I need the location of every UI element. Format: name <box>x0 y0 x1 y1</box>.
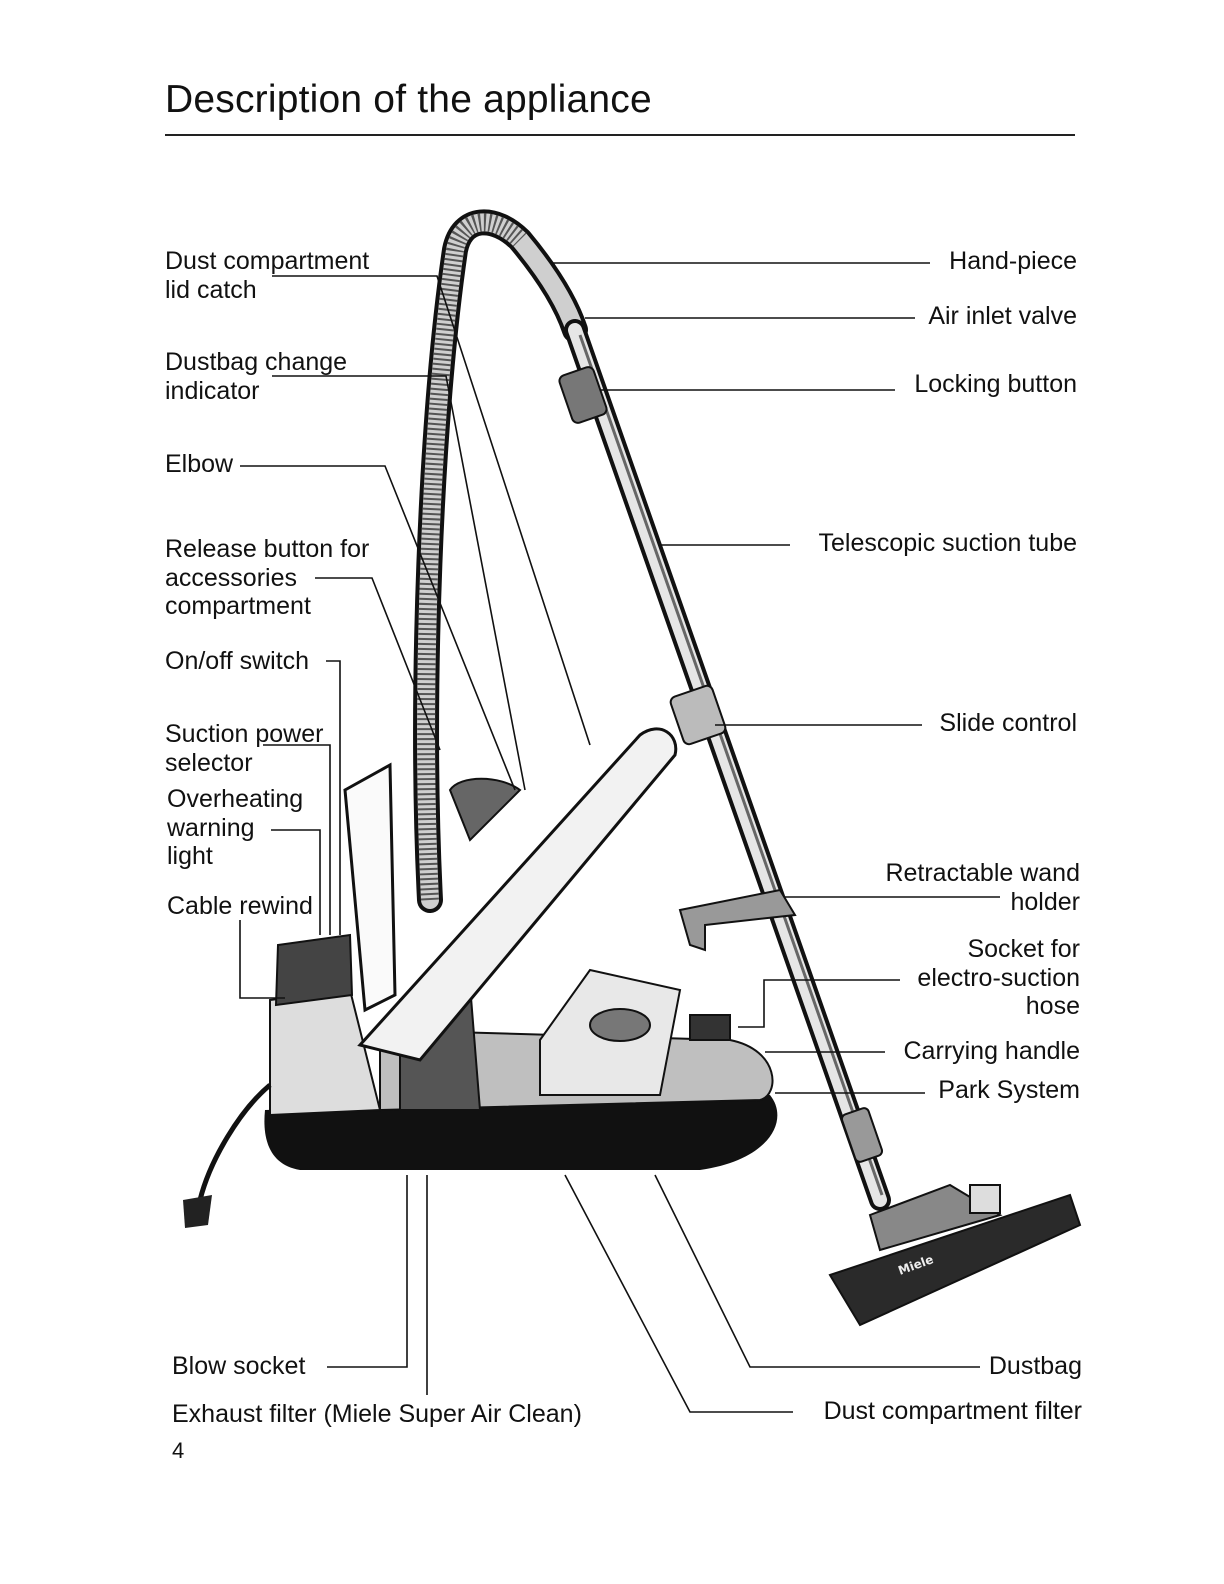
label-slide-control: Slide control <box>939 709 1077 737</box>
label-suction-power-selector: Suction power selector <box>165 720 324 777</box>
label-cable-rewind: Cable rewind <box>167 892 313 920</box>
page-title: Description of the appliance <box>165 78 652 121</box>
label-socket-electro-suction: Socket for electro-suction hose <box>917 935 1080 1020</box>
label-overheating-warning-light: Overheating warning light <box>167 785 304 870</box>
label-on-off-switch: On/off switch <box>165 647 310 675</box>
power-cord <box>197 1083 272 1201</box>
label-exhaust-filter: Exhaust filter (Miele Super Air Clean) <box>172 1400 582 1428</box>
open-lid <box>357 727 678 1062</box>
vacuum-body <box>264 933 778 1170</box>
label-dustbag: Dustbag <box>988 1352 1082 1380</box>
floor-nozzle: Miele <box>828 1183 1082 1327</box>
wand-holder <box>678 888 797 952</box>
label-locking-button: Locking button <box>914 370 1077 398</box>
label-retractable-wand-holder: Retractable wand holder <box>885 859 1080 916</box>
label-blow-socket: Blow socket <box>172 1352 306 1380</box>
label-elbow: Elbow <box>165 450 234 478</box>
label-dustbag-change-indicator: Dustbag change indicator <box>165 348 348 405</box>
label-release-button: Release button for accessories compartme… <box>165 535 370 620</box>
label-hand-piece: Hand-piece <box>949 247 1077 275</box>
label-carrying-handle: Carrying handle <box>903 1037 1081 1065</box>
leader-lines <box>239 262 1000 1413</box>
label-telescopic-suction-tube: Telescopic suction tube <box>818 529 1077 557</box>
page-number: 4 <box>172 1438 185 1463</box>
label-park-system: Park System <box>938 1076 1080 1104</box>
title-rule <box>165 134 1075 136</box>
plug-icon <box>183 1195 212 1228</box>
label-dust-compartment-filter: Dust compartment filter <box>823 1397 1082 1425</box>
label-air-inlet-valve: Air inlet valve <box>928 302 1077 330</box>
label-dust-compartment-lid-catch: Dust compartment lid catch <box>165 247 370 304</box>
